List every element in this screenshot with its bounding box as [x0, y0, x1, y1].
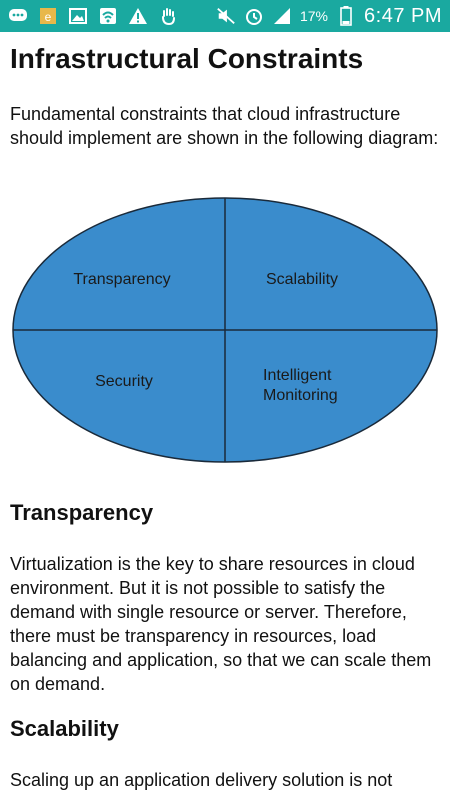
quadrant-transparency: Transparency [73, 271, 170, 288]
section-heading-scalability: Scalability [10, 716, 119, 741]
clock: 6:47 PM [364, 4, 442, 27]
article: Infrastructural Constraints Fundamental … [10, 40, 440, 790]
mute-icon [216, 6, 236, 26]
quadrant-security: Security [95, 373, 153, 390]
quadrant-monitoring: Monitoring [263, 387, 338, 404]
status-bar: e 17% 6:47 PM [0, 0, 450, 32]
section-body-scalability: Scaling up an application delivery solut… [10, 770, 393, 790]
alarm-icon [244, 6, 264, 26]
quadrant-intelligent: Intelligent [263, 367, 332, 384]
notification-icons: e [0, 6, 178, 26]
hand-icon [158, 6, 178, 26]
signal-icon [272, 6, 292, 26]
section-heading-transparency: Transparency [10, 500, 154, 525]
image-icon [68, 6, 88, 26]
sd-card-icon: e [38, 6, 58, 26]
system-icons: 17% 6:47 PM [216, 0, 442, 32]
chat-icon [8, 6, 28, 26]
quadrant-scalability: Scalability [266, 271, 338, 288]
section-body-transparency: Virtualization is the key to share resou… [10, 554, 432, 694]
warning-icon [128, 6, 148, 26]
wifi-icon [98, 6, 118, 26]
svg-text:e: e [45, 10, 52, 24]
constraints-diagram: Transparency Scalability Security Intell… [12, 197, 438, 463]
intro-paragraph: Fundamental constraints that cloud infra… [10, 104, 439, 148]
battery-icon [336, 6, 356, 26]
battery-percent: 17% [299, 8, 329, 24]
page-title: Infrastructural Constraints [10, 43, 364, 74]
